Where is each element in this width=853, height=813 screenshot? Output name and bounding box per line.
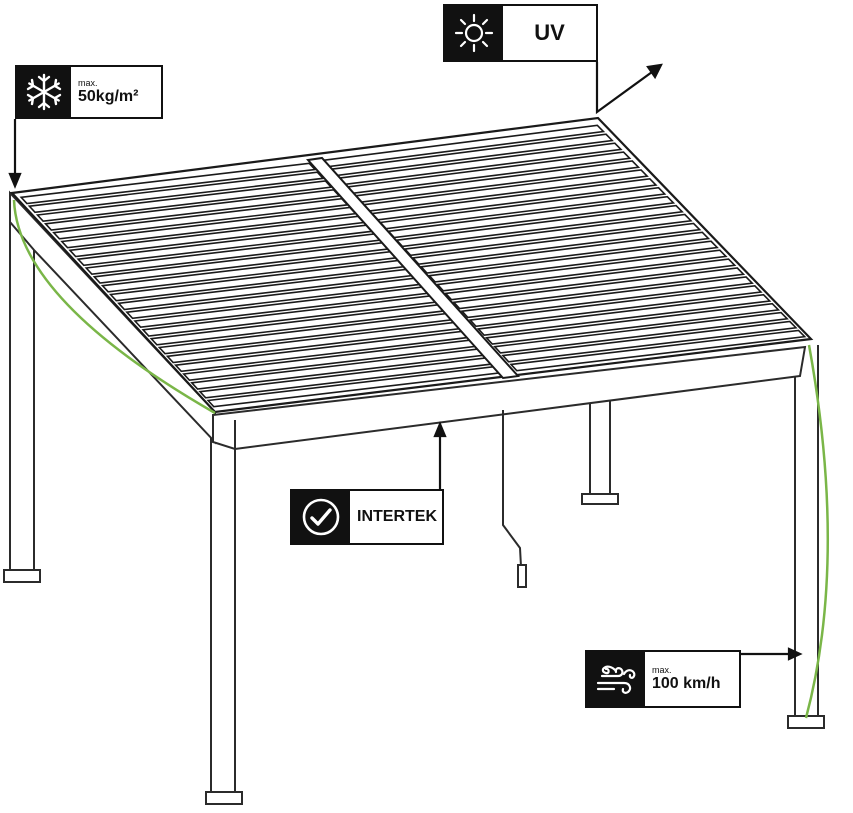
uv-badge: UV: [443, 4, 598, 62]
gutter-left: [12, 199, 216, 415]
snow-load-badge: max. 50kg/m²: [15, 65, 163, 119]
intertek-badge: INTERTEK: [290, 489, 444, 545]
louvre-slat: [509, 329, 807, 372]
post-foot-front-left: [3, 569, 41, 583]
louvre-slat: [460, 276, 754, 319]
posts: [3, 200, 825, 805]
post-foot-front-center: [205, 791, 243, 805]
rain-gutter: [12, 199, 829, 719]
post-foot-rear-right: [581, 493, 619, 505]
louvre-slat: [427, 240, 719, 283]
gutter-right: [804, 344, 829, 719]
center-divider-beam: [306, 156, 521, 380]
louvre-slat: [435, 249, 728, 292]
snow-value: 50kg/m²: [78, 88, 139, 105]
louvre-slats: [19, 124, 807, 408]
post-front-center: [210, 423, 236, 796]
wind-caption: max.: [652, 665, 672, 675]
beams: [9, 190, 807, 451]
louvre-slat: [484, 302, 781, 345]
louvre-slat: [27, 171, 325, 214]
arrow-uv: [595, 62, 653, 115]
louvre-slat: [19, 162, 317, 205]
uv-label: UV: [534, 20, 565, 45]
crank-handle: [502, 410, 527, 588]
post-front-right: [794, 345, 819, 719]
louvre-slat: [493, 311, 789, 354]
sun-icon: [445, 6, 503, 60]
post-rear-right: [589, 398, 611, 499]
louvre-slat: [476, 293, 772, 337]
snow-caption: max.: [78, 78, 98, 88]
snowflake-icon: [17, 67, 71, 117]
louvre-slat: [452, 267, 746, 310]
louvre-slat: [444, 258, 737, 301]
check-circle-icon: [292, 491, 350, 543]
louvre-slat: [468, 284, 763, 328]
intertek-label: INTERTEK: [357, 508, 437, 525]
louvre-slat: [419, 231, 711, 274]
wind-load-badge: max. 100 km/h: [585, 650, 741, 708]
wind-icon: [587, 652, 645, 706]
wind-value: 100 km/h: [652, 675, 721, 692]
louvre-slat: [501, 320, 798, 363]
beam-front: [212, 345, 807, 451]
callout-arrows: [8, 62, 803, 661]
